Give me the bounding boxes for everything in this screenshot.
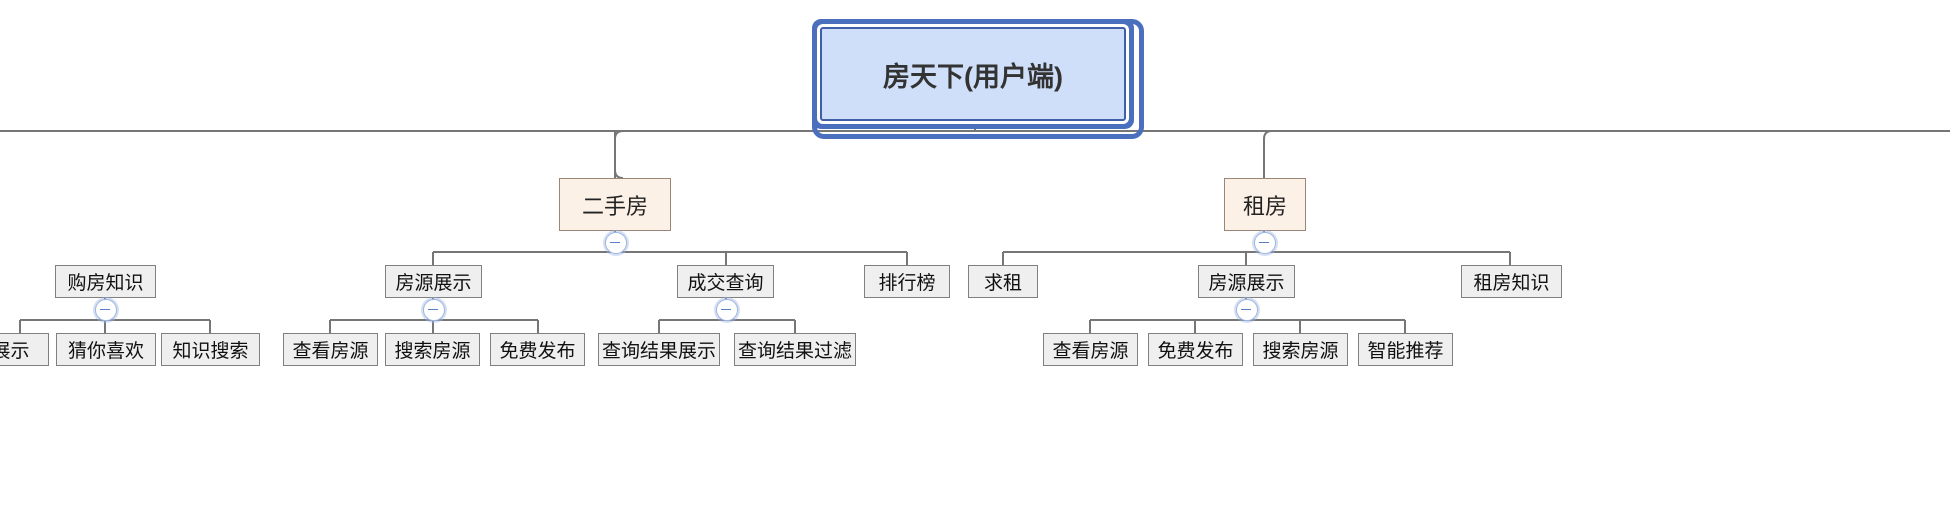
root-selection-halo (812, 19, 1144, 139)
node-fangyuan-esf[interactable]: 房源展示 (385, 265, 482, 298)
node-sousuofangyuan-1-label: 搜索房源 (394, 341, 471, 362)
node-paihangbang-label: 排行榜 (878, 273, 936, 294)
node-chakanfangyuan-2-label: 查看房源 (1052, 341, 1129, 362)
node-qiuzu[interactable]: 求租 (968, 265, 1038, 298)
node-mianfeifabu-1[interactable]: 免费发布 (490, 333, 585, 366)
node-chaxunjieguoguolv-label: 查询结果过滤 (737, 341, 852, 362)
node-sousuofangyuan-1[interactable]: 搜索房源 (385, 333, 480, 366)
node-mianfeifabu-2[interactable]: 免费发布 (1148, 333, 1243, 366)
node-zufang[interactable]: 租房 (1224, 178, 1306, 231)
node-fangyuan-esf-label: 房源展示 (395, 273, 472, 294)
toggle-fangyuan-esf[interactable] (423, 299, 445, 321)
node-chaxunjieguozhanshi[interactable]: 查询结果展示 (598, 333, 720, 366)
node-zufangzhishi[interactable]: 租房知识 (1461, 265, 1562, 298)
node-ershoufang-label: 二手房 (581, 193, 648, 219)
node-mianfeifabu-1-label: 免费发布 (499, 341, 576, 362)
node-zhinengtuijian[interactable]: 智能推荐 (1358, 333, 1453, 366)
node-goufangzhishi[interactable]: 购房知识 (55, 265, 156, 298)
toggle-chengjiao[interactable] (716, 299, 738, 321)
toggle-ershoufang[interactable] (605, 232, 627, 254)
toggle-fangyuan-zf[interactable] (1236, 299, 1258, 321)
node-ershoufang[interactable]: 二手房 (559, 178, 671, 231)
node-mianfeifabu-2-label: 免费发布 (1157, 341, 1234, 362)
node-qiuzu-label: 求租 (983, 273, 1022, 294)
node-zhinengtuijian-label: 智能推荐 (1367, 341, 1444, 362)
node-chakanfangyuan-1-label: 查看房源 (292, 341, 369, 362)
node-sousuofangyuan-2[interactable]: 搜索房源 (1253, 333, 1348, 366)
node-chaxunjieguozhanshi-label: 查询结果展示 (601, 341, 716, 362)
node-zhishisousuo-label: 知识搜索 (172, 341, 249, 362)
node-root-label: 房天下(用户端) (883, 61, 1063, 92)
node-zhishisousuo[interactable]: 知识搜索 (161, 333, 260, 366)
node-root[interactable]: 房天下(用户端) (820, 27, 1126, 121)
node-zhanshi[interactable]: 展示 (0, 333, 49, 366)
node-chengjiaochaxun-label: 成交查询 (687, 273, 764, 294)
node-zufangzhishi-label: 租房知识 (1473, 273, 1550, 294)
node-sousuofangyuan-2-label: 搜索房源 (1262, 341, 1339, 362)
node-paihangbang[interactable]: 排行榜 (864, 265, 950, 298)
node-fangyuan-zf-label: 房源展示 (1208, 273, 1285, 294)
toggle-goufangzhishi[interactable] (95, 299, 117, 321)
node-zufang-label: 租房 (1242, 193, 1287, 219)
node-zhanshi-label: 展示 (0, 341, 30, 362)
node-fangyuan-zf[interactable]: 房源展示 (1198, 265, 1295, 298)
node-chakanfangyuan-1[interactable]: 查看房源 (283, 333, 378, 366)
node-cainixihuan-label: 猜你喜欢 (67, 341, 144, 362)
node-cainixihuan[interactable]: 猜你喜欢 (56, 333, 156, 366)
node-chaxunjieguoguolv[interactable]: 查询结果过滤 (734, 333, 856, 366)
node-chakanfangyuan-2[interactable]: 查看房源 (1043, 333, 1138, 366)
toggle-zufang[interactable] (1254, 232, 1276, 254)
node-chengjiaochaxun[interactable]: 成交查询 (677, 265, 774, 298)
node-goufangzhishi-label: 购房知识 (67, 273, 144, 294)
